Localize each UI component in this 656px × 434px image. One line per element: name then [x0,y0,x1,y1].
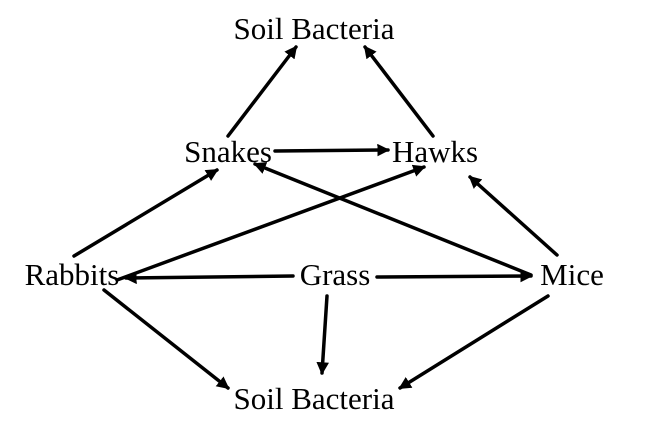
arrow-mice-to-soil-bacteria-bottom [398,294,550,390]
edges-layer [72,45,559,390]
arrow-hawks-to-soil-bacteria-top [363,45,435,138]
arrow-grass-to-soil-bacteria-bottom [316,294,329,375]
arrow-grass-to-rabbits [124,271,295,285]
node-mice: Mice [540,257,604,292]
arrow-rabbits-to-hawks [115,164,426,282]
arrow-snakes-to-hawks [273,143,390,157]
nodes-layer: Soil Bacteria Snakes Hawks Rabbits Grass… [25,11,604,416]
arrow-rabbits-to-soil-bacteria-bottom [102,288,230,390]
arrow-mice-to-hawks [468,175,559,257]
node-soil-bacteria-top: Soil Bacteria [234,11,395,46]
node-rabbits: Rabbits [25,257,120,292]
node-grass: Grass [300,257,371,292]
node-hawks: Hawks [392,134,478,169]
arrow-rabbits-to-snakes [72,168,219,258]
node-snakes: Snakes [184,134,272,169]
arrow-snakes-to-soil-bacteria-top [226,45,298,138]
arrow-mice-to-snakes [253,162,533,277]
arrow-grass-to-mice [375,269,533,283]
node-soil-bacteria-bottom: Soil Bacteria [234,381,395,416]
